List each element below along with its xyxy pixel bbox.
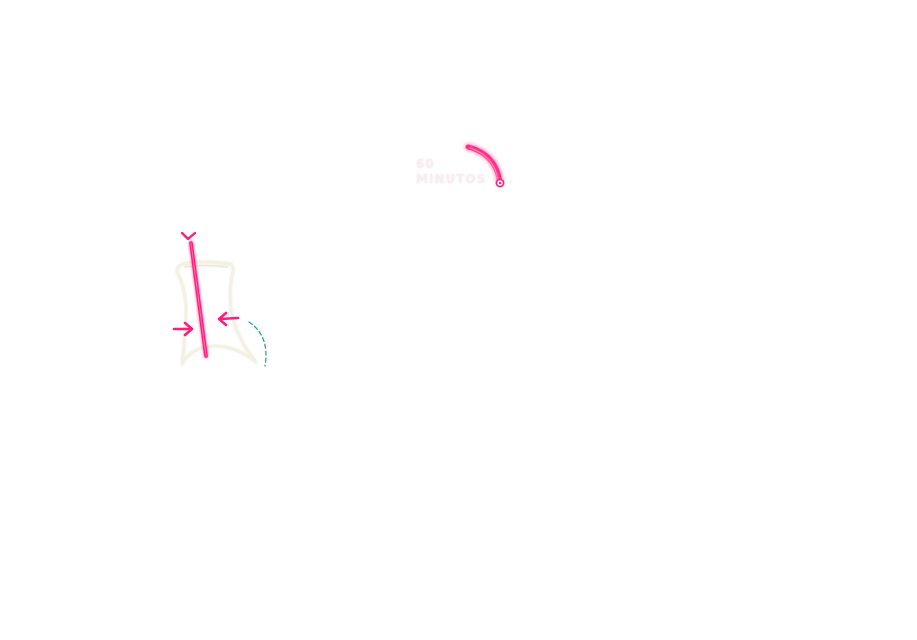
cut-line-icon (189, 241, 208, 358)
chevron-down-icon (180, 231, 197, 241)
arrow-left-icon (217, 311, 240, 327)
knob-dot-icon[interactable] (495, 178, 505, 188)
timer-unit: MINUTOS (416, 172, 487, 186)
timer-arc-icon (465, 144, 503, 186)
timer-label: 60 MINUTOS (416, 157, 486, 187)
arrow-right-icon (172, 321, 194, 337)
scissors-glass-icon (175, 260, 258, 366)
dashed-arc-icon (248, 321, 267, 367)
timer-value: 60 (416, 157, 435, 171)
